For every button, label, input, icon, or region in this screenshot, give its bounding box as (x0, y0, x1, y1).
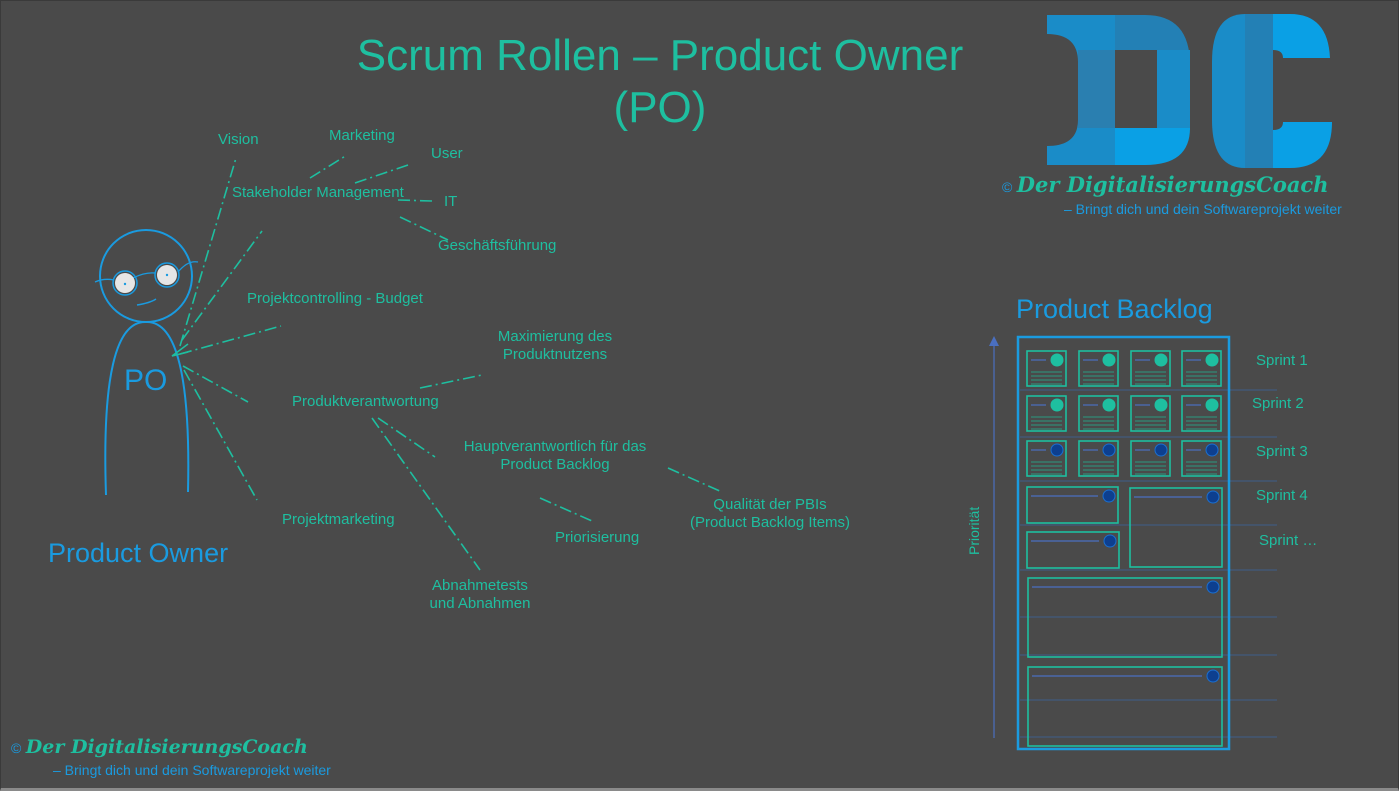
label-pbi-quality-line2: (Product Backlog Items) (689, 514, 851, 531)
label-backlog-owner: Hauptverantwortlich für das Product Back… (450, 438, 660, 474)
footer-brand-name: Der DigitalisierungsCoach (25, 736, 308, 758)
slide-title: Scrum Rollen – Product Owner (PO) (330, 30, 990, 134)
label-product-responsibility: Produktverantwortung (292, 393, 439, 410)
label-backlog-owner-line1: Hauptverantwortlich für das (463, 438, 647, 455)
label-acceptance-line1: Abnahmetests (432, 577, 528, 594)
sprint-label-more: Sprint … (1259, 532, 1318, 549)
footer-tagline: – Bringt dich und dein Softwareprojekt w… (53, 762, 331, 778)
sprint-label-2: Sprint 2 (1252, 395, 1304, 412)
label-vision: Vision (218, 131, 259, 148)
logo-brand-line: © Der DigitalisierungsCoach (1002, 172, 1329, 197)
sprint-label-1: Sprint 1 (1256, 352, 1308, 369)
sprint-label-4: Sprint 4 (1256, 487, 1308, 504)
label-backlog-owner-line2: Product Backlog (500, 456, 610, 473)
label-controlling: Projektcontrolling - Budget (247, 290, 423, 307)
label-acceptance-line2: und Abnahmen (429, 595, 531, 612)
label-pbi-quality-line1: Qualität der PBIs (713, 496, 827, 513)
label-maximize-line1: Maximierung des (497, 328, 613, 345)
logo-tagline: – Bringt dich und dein Softwareprojekt w… (1064, 201, 1342, 217)
priority-axis-label: Priorität (966, 506, 982, 555)
figure-badge: PO (124, 364, 168, 397)
label-project-marketing: Projektmarketing (282, 511, 395, 528)
label-stakeholder-management: Stakeholder Management (232, 184, 404, 201)
label-management: Geschäftsführung (438, 237, 557, 254)
label-it: IT (444, 193, 458, 210)
label-maximize-line2: Produktnutzens (502, 346, 608, 363)
label-user: User (431, 145, 463, 162)
title-line-1: Scrum Rollen – Product Owner (356, 31, 964, 80)
label-pbi-quality: Qualität der PBIs (Product Backlog Items… (680, 496, 860, 532)
label-prioritization: Priorisierung (555, 529, 640, 546)
footer-brand-line: © Der DigitalisierungsCoach (11, 736, 308, 758)
label-marketing: Marketing (329, 127, 395, 144)
backlog-title: Product Backlog (1016, 294, 1213, 324)
footer-copyright-symbol: © (11, 740, 22, 756)
copyright-symbol: © (1002, 179, 1013, 195)
label-maximize: Maximierung des Produktnutzens (480, 328, 630, 364)
sprint-label-3: Sprint 3 (1256, 443, 1308, 460)
label-acceptance: Abnahmetests und Abnahmen (410, 577, 550, 613)
figure-caption: Product Owner (48, 538, 229, 568)
brand-name: Der DigitalisierungsCoach (1016, 172, 1329, 197)
title-line-2: (PO) (613, 83, 707, 132)
